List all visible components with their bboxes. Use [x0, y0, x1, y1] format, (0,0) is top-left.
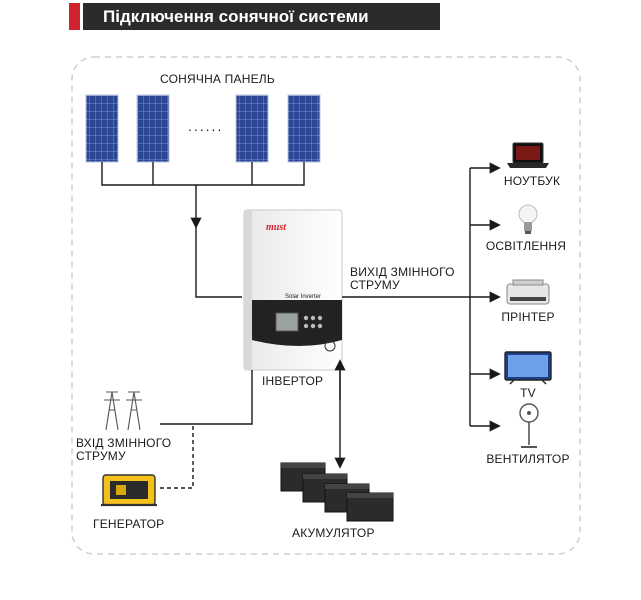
system-boundary — [71, 56, 581, 555]
inverter-label: ІНВЕРТОР — [262, 374, 324, 388]
inverter-icon: must Solar Inverter — [243, 209, 343, 371]
load-label-printer: ПРІНТЕР — [501, 310, 555, 324]
ac-output-label: ВИХІД ЗМІННОГО СТРУМУ — [350, 265, 455, 292]
solar-panel-icon — [235, 94, 269, 163]
panel-wiring — [101, 162, 305, 298]
solar-panel-icon — [287, 94, 321, 163]
generator-wiring — [160, 424, 194, 489]
battery-label: АКУМУЛЯТОР — [292, 526, 375, 540]
ac-output-wiring — [342, 168, 471, 426]
ac-input-label: ВХІД ЗМІННОГО СТРУМУ — [76, 436, 172, 463]
solar-panel-icon — [136, 94, 170, 163]
inverter-brand: must — [266, 222, 287, 233]
lightbulb-icon — [518, 204, 538, 234]
title-bar: Підключення сонячної системи — [69, 3, 440, 30]
page-title: Підключення сонячної системи — [103, 7, 369, 26]
title-background — [83, 3, 440, 30]
tv-icon — [504, 351, 552, 385]
title-accent — [69, 3, 80, 30]
solar-panel-icon — [85, 94, 119, 163]
printer-icon — [506, 279, 550, 305]
ac-input-wiring — [160, 370, 253, 425]
battery-icon — [346, 492, 394, 522]
load-label-laptop: НОУТБУК — [503, 174, 561, 188]
laptop-icon — [507, 142, 549, 168]
solar-panel-label: СОНЯЧНА ПАНЕЛЬ — [160, 72, 275, 86]
panel-gap-dots: ...... — [188, 118, 224, 134]
fan-icon — [519, 403, 539, 448]
load-branches — [470, 162, 501, 432]
battery-bank-icon — [280, 462, 394, 522]
load-label-tv: TV — [520, 386, 536, 400]
load-label-lighting: ОСВІТЛЕННЯ — [485, 239, 567, 253]
load-label-fan: ВЕНТИЛЯТОР — [486, 452, 570, 466]
generator-label: ГЕНЕРАТОР — [93, 517, 165, 531]
generator-icon — [101, 474, 157, 507]
inverter-model: Solar Inverter — [285, 294, 321, 300]
power-tower-icon — [104, 391, 142, 431]
